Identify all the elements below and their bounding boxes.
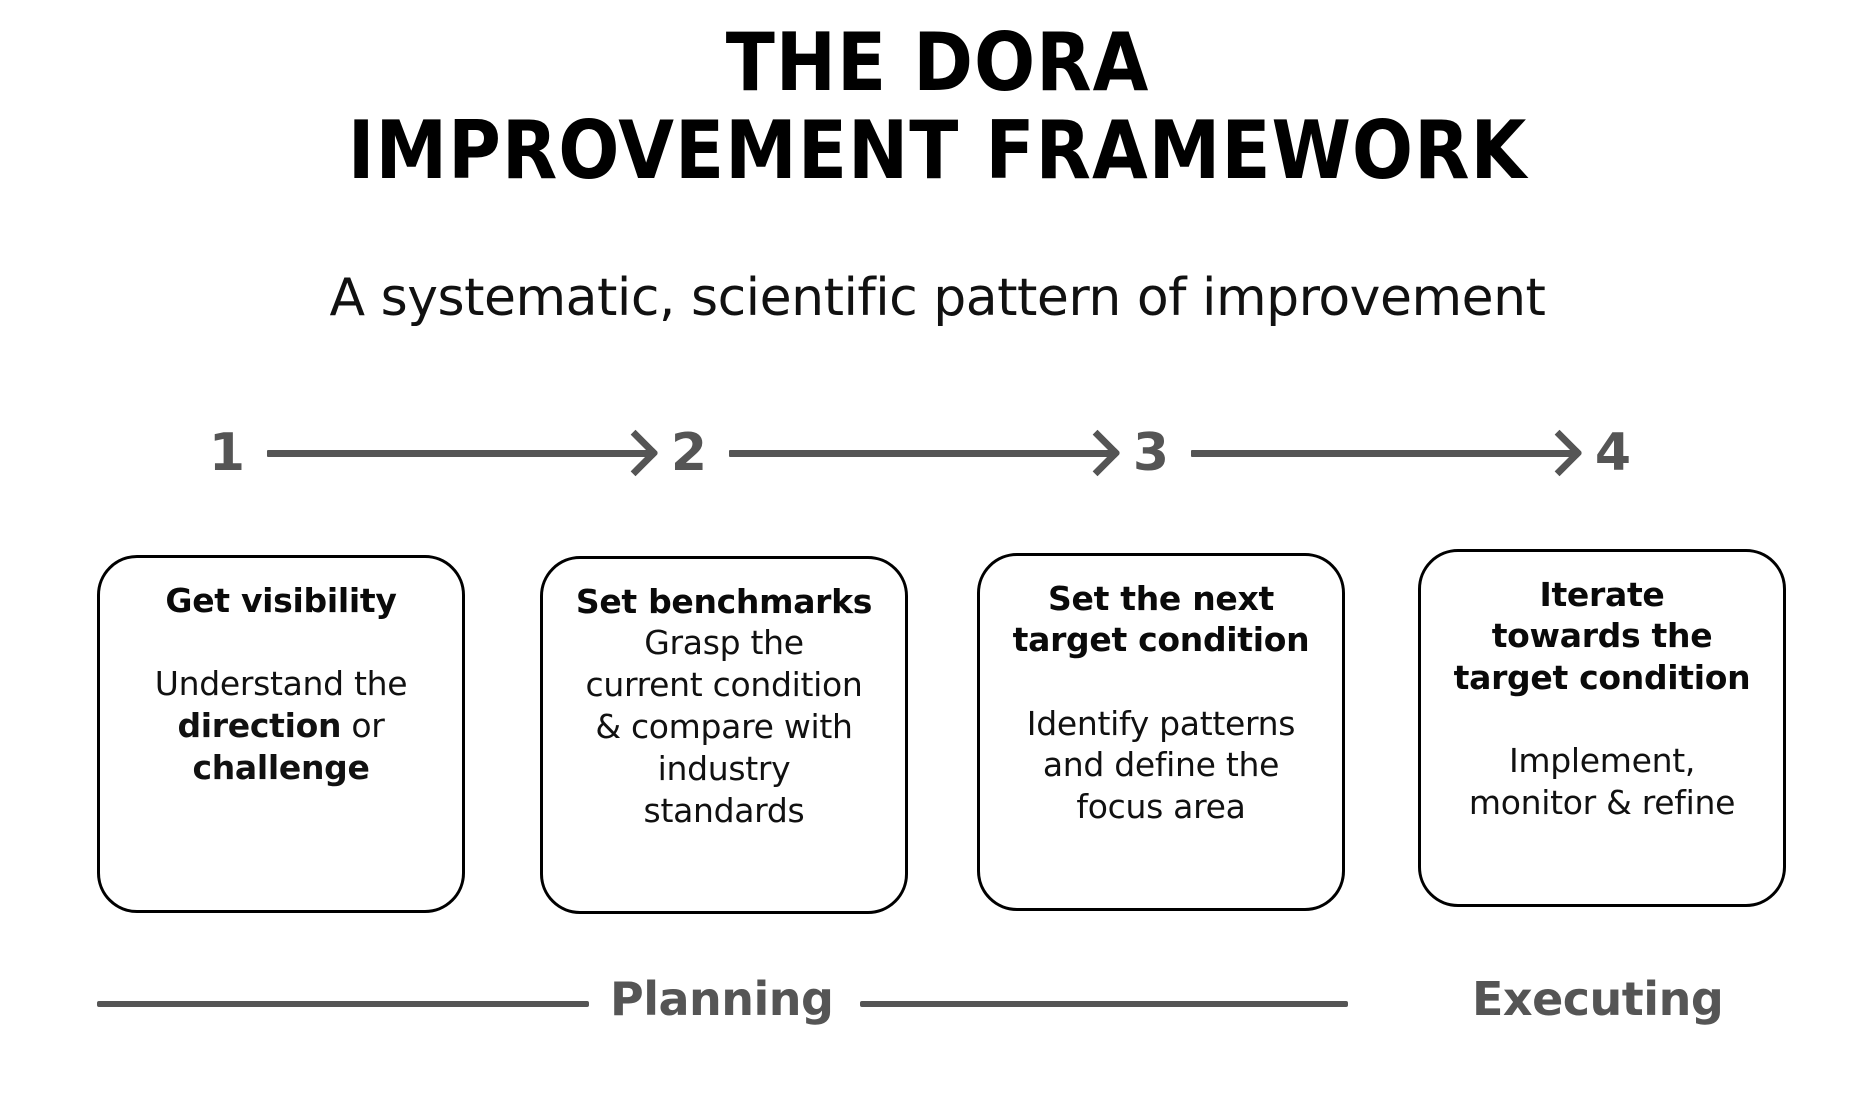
title-line-1: THE DORA	[725, 16, 1150, 109]
step-card-3-heading: Set the next target condition	[1013, 578, 1310, 661]
arrow-head	[1074, 429, 1121, 477]
step-card-2-body-line-4: industry	[657, 748, 791, 788]
step-card-1-body: Understand the direction or challenge	[155, 663, 408, 789]
step-card-2-body-line-3: & compare with	[595, 707, 853, 747]
step-card-3-heading-line-2: target condition	[1012, 620, 1310, 660]
arrow-head	[612, 429, 659, 477]
step-sequence: 1 2 3 4	[205, 418, 1635, 488]
arrow-shaft	[267, 449, 649, 457]
step-card-4-body-line-2: monitor & refine	[1468, 782, 1736, 822]
step-card-1-bold-direction: direction	[177, 706, 342, 746]
step-card-2-body-line-1: Grasp the	[644, 623, 804, 663]
arrow-right-icon-2	[729, 429, 1121, 477]
step-card-1-body-line-1: Understand the	[154, 664, 408, 704]
arrow-shaft	[1191, 449, 1573, 457]
step-card-3[interactable]: Set the next target condition Identify p…	[977, 553, 1345, 911]
step-card-1-bold-challenge: challenge	[192, 748, 370, 788]
phase-divider-line-left	[97, 1001, 589, 1007]
step-card-2-body-line-2: current condition	[585, 665, 863, 705]
page-subtitle: A systematic, scientific pattern of impr…	[329, 268, 1546, 328]
step-card-4-body-line-1: Implement,	[1508, 740, 1696, 780]
step-card-4-heading-line-3: target condition	[1453, 657, 1751, 697]
arrow-head	[1536, 429, 1583, 477]
step-number-2: 2	[670, 423, 708, 483]
phase-divider-line-right	[860, 1001, 1348, 1007]
step-card-1[interactable]: Get visibility Understand the direction …	[97, 555, 465, 913]
step-card-3-body: Identify patterns and define the focus a…	[1026, 703, 1296, 829]
step-card-3-body-line-1: Identify patterns	[1026, 703, 1296, 743]
phase-label-executing: Executing	[1472, 972, 1724, 1026]
step-card-4-heading: Iterate towards the target condition	[1454, 574, 1751, 698]
phase-bar: Planning Executing	[0, 968, 1875, 1038]
step-number-4: 4	[1594, 423, 1632, 483]
step-card-2-body-line-5: standards	[643, 790, 805, 830]
step-card-4-body: Implement, monitor & refine	[1469, 740, 1735, 824]
step-card-1-heading: Get visibility	[165, 581, 397, 620]
phase-label-planning: Planning	[610, 972, 834, 1026]
step-card-2-heading: Set benchmarks	[575, 582, 873, 621]
step-card-1-conjunction: or	[351, 706, 385, 746]
step-number-3: 3	[1132, 423, 1170, 483]
step-card-4-heading-line-1: Iterate	[1539, 575, 1665, 614]
page-title: THE DORA IMPROVEMENT FRAMEWORK	[0, 22, 1875, 191]
step-card-3-body-line-3: focus area	[1076, 787, 1246, 827]
step-card-3-body-line-2: and define the	[1042, 745, 1280, 785]
step-number-1: 1	[208, 423, 246, 483]
step-card-2-body: Grasp the current condition & compare wi…	[585, 622, 862, 832]
title-line-2: IMPROVEMENT FRAMEWORK	[347, 103, 1528, 197]
step-card-4[interactable]: Iterate towards the target condition Imp…	[1418, 549, 1786, 907]
arrow-shaft	[729, 449, 1111, 457]
step-card-2[interactable]: Set benchmarks Grasp the current conditi…	[540, 556, 908, 914]
arrow-right-icon-3	[1191, 429, 1583, 477]
arrow-right-icon-1	[267, 429, 659, 477]
step-card-4-heading-line-2: towards the	[1491, 616, 1713, 656]
step-card-3-heading-line-1: Set the next	[1048, 579, 1274, 618]
